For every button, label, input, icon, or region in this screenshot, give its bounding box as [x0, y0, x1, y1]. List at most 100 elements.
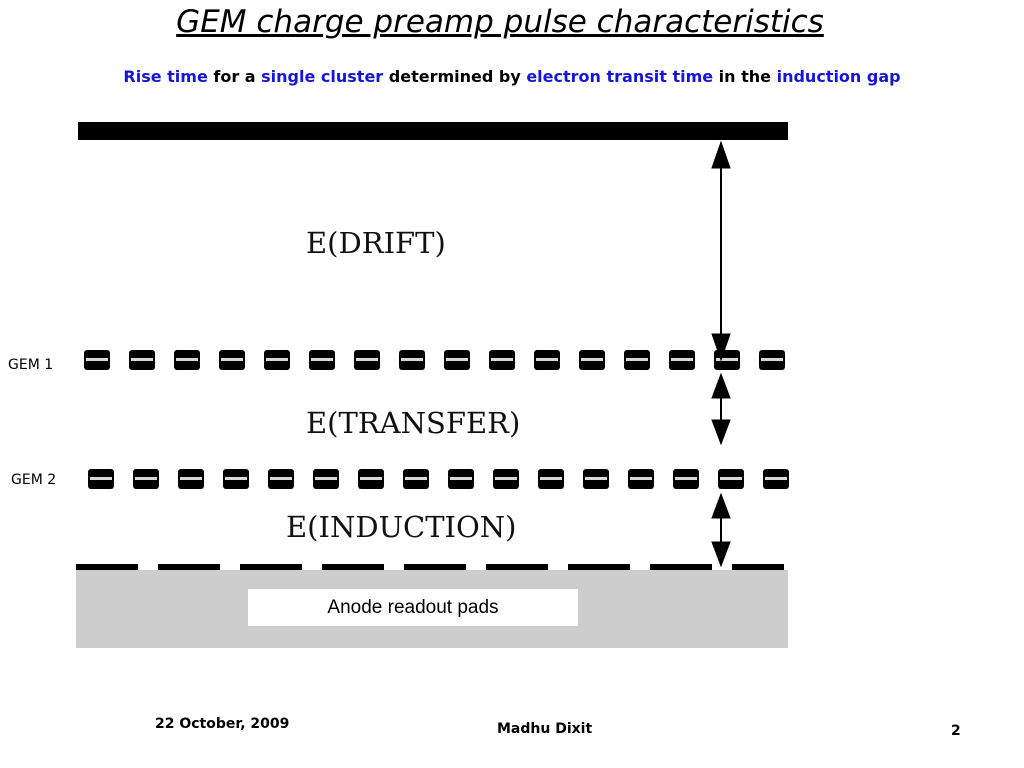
slide-subtitle: Rise time for a single cluster determine…	[0, 67, 1024, 86]
page-number: 2	[951, 723, 961, 739]
gem-foil-segment	[313, 469, 339, 489]
footer-date: 22 October, 2009	[155, 716, 290, 732]
subtitle-rise-time: Rise time	[123, 67, 208, 86]
gem-foil-segment	[669, 350, 695, 370]
gem-hole	[401, 358, 423, 361]
gem-hole	[536, 358, 558, 361]
subtitle-text-1: for a	[207, 67, 262, 86]
anode-pad	[76, 564, 138, 571]
gem-hole	[761, 358, 783, 361]
subtitle-text-2: determined by	[383, 67, 527, 86]
gem-foil-segment	[538, 469, 564, 489]
gem-foil-segment	[223, 469, 249, 489]
anode-pad	[240, 564, 302, 571]
gem-hole	[675, 477, 697, 480]
induction-gap-arrow-head-up	[711, 492, 731, 519]
footer-author: Madhu Dixit	[497, 721, 593, 737]
gem-hole	[356, 358, 378, 361]
gem-hole	[360, 477, 382, 480]
gem-foil-segment	[358, 469, 384, 489]
anode-pad	[486, 564, 548, 571]
anode-pad	[404, 564, 466, 571]
gem-hole	[626, 358, 648, 361]
gem-hole	[720, 477, 742, 480]
gem-foil-segment	[88, 469, 114, 489]
gem-foil-segment	[444, 350, 470, 370]
gem-hole	[311, 358, 333, 361]
gem-hole	[585, 477, 607, 480]
cathode-plane	[78, 122, 788, 140]
gem-foil-segment	[763, 469, 789, 489]
transfer-gap-arrow-head-up	[711, 372, 731, 399]
induction-gap-arrow-head-down	[711, 541, 731, 568]
gem-hole	[270, 477, 292, 480]
gem2-foil	[76, 467, 789, 491]
gem2-label: GEM 2	[11, 472, 57, 488]
drift-field-label: E(DRIFT)	[306, 226, 446, 260]
gem-hole	[135, 477, 157, 480]
gem-hole	[86, 358, 108, 361]
gem-hole	[630, 477, 652, 480]
gem-hole	[90, 477, 112, 480]
anode-pad-strip	[76, 564, 788, 572]
gem-hole	[540, 477, 562, 480]
gem-foil-segment	[129, 350, 155, 370]
gem-hole	[176, 358, 198, 361]
gem-hole	[266, 358, 288, 361]
gem-hole	[221, 358, 243, 361]
gem-hole	[495, 477, 517, 480]
gem-hole	[581, 358, 603, 361]
gem-hole	[225, 477, 247, 480]
gem-hole	[446, 358, 468, 361]
gem1-foil	[76, 348, 788, 372]
gem-hole	[131, 358, 153, 361]
gem-hole	[765, 477, 787, 480]
gem-foil-segment	[178, 469, 204, 489]
gem-foil-segment	[673, 469, 699, 489]
anode-pad	[158, 564, 220, 571]
gem-foil-segment	[759, 350, 785, 370]
gem-foil-segment	[84, 350, 110, 370]
gem-foil-segment	[579, 350, 605, 370]
transfer-gap-arrow-head-down	[711, 419, 731, 446]
gem-hole	[180, 477, 202, 480]
gem-foil-segment	[624, 350, 650, 370]
gem-hole	[315, 477, 337, 480]
gem-foil-segment	[534, 350, 560, 370]
drift-gap-arrow-head-down	[711, 333, 731, 362]
subtitle-single-cluster: single cluster	[261, 67, 384, 86]
drift-gap-arrow-head-up	[711, 140, 731, 169]
gap-arrows	[711, 140, 731, 568]
gem-foil-segment	[264, 350, 290, 370]
gem-foil-segment	[718, 469, 744, 489]
gem-hole	[405, 477, 427, 480]
gem-foil-segment	[399, 350, 425, 370]
transfer-field-label: E(TRANSFER)	[306, 406, 521, 440]
gem-detector-diagram: Anode readout pads E(DRIFT) E(TRANSFER) …	[76, 118, 789, 650]
gem-foil-segment	[493, 469, 519, 489]
gem-hole	[716, 358, 738, 361]
gem1-label: GEM 1	[8, 357, 54, 373]
anode-pad	[568, 564, 630, 571]
gem-foil-segment	[174, 350, 200, 370]
subtitle-text-3: in the	[713, 67, 777, 86]
gem-foil-segment	[133, 469, 159, 489]
gem-foil-segment	[489, 350, 515, 370]
gem-foil-segment	[583, 469, 609, 489]
gem-hole	[491, 358, 513, 361]
induction-field-label: E(INDUCTION)	[286, 510, 517, 544]
gem-foil-segment	[354, 350, 380, 370]
gem-hole	[671, 358, 693, 361]
gem-foil-segment	[403, 469, 429, 489]
gem-foil-segment	[309, 350, 335, 370]
anode-pad	[650, 564, 712, 571]
anode-readout-label: Anode readout pads	[248, 589, 578, 626]
gem-foil-segment	[628, 469, 654, 489]
gem-foil-segment	[448, 469, 474, 489]
subtitle-electron-transit-time: electron transit time	[526, 67, 714, 86]
gem-foil-segment	[268, 469, 294, 489]
gem-hole	[450, 477, 472, 480]
anode-pad	[732, 564, 784, 571]
anode-pad	[322, 564, 384, 571]
slide-title: GEM charge preamp pulse characteristics	[176, 4, 824, 40]
